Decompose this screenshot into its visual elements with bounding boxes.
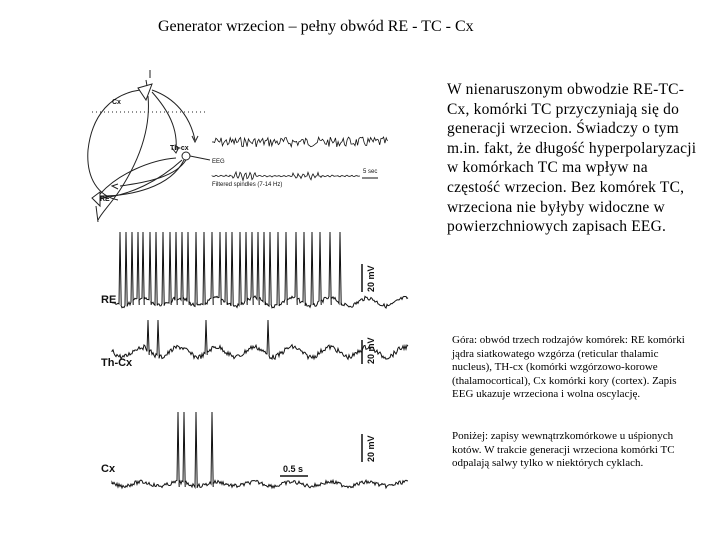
time-scale-label: 0.5 s bbox=[283, 464, 303, 474]
thcx-trace-label: Th-Cx bbox=[101, 357, 133, 369]
traces-panel: RE Th-Cx Cx 20 mV 20 mV 20 mV 0.5 s bbox=[101, 231, 409, 490]
cx-trace-label: Cx bbox=[101, 463, 116, 475]
filtered-spindles-trace bbox=[211, 170, 361, 183]
slide-title: Generator wrzecion – pełny obwód RE - TC… bbox=[158, 18, 474, 35]
main-paragraph: W nienaruszonym obwodzie RE-TC-Cx, komór… bbox=[447, 81, 697, 236]
eeg-trace bbox=[211, 135, 388, 148]
label-re: RE bbox=[100, 196, 110, 203]
eeg-label: EEG bbox=[212, 159, 225, 165]
re-neuron bbox=[91, 191, 101, 208]
caption-top: Góra: obwód trzech rodzajów komórek: RE … bbox=[452, 334, 685, 401]
filtered-label: Filtered spindles (7-14 Hz) bbox=[212, 182, 282, 188]
thcx-neuron bbox=[181, 151, 191, 161]
re-trace bbox=[111, 231, 409, 309]
cx-neuron bbox=[137, 83, 153, 102]
re-trace-label: RE bbox=[101, 294, 116, 306]
cx-trace bbox=[111, 411, 409, 490]
re-scale-label: 20 mV bbox=[366, 265, 376, 292]
cx-axon bbox=[97, 95, 149, 221]
thcx-scale-label: 20 mV bbox=[366, 337, 376, 364]
caption-bottom: Poniżej: zapisy wewnątrzkomórkowe u uśpi… bbox=[452, 430, 675, 470]
thcx-trace bbox=[111, 319, 409, 361]
eeg-scale-label: 5 sec bbox=[363, 169, 377, 175]
cx-loop bbox=[87, 89, 141, 201]
label-thcx: Th-cx bbox=[170, 145, 189, 152]
circuit-diagram bbox=[87, 70, 211, 223]
cx-scale-label: 20 mV bbox=[366, 435, 376, 462]
label-cx: Cx bbox=[112, 99, 121, 106]
